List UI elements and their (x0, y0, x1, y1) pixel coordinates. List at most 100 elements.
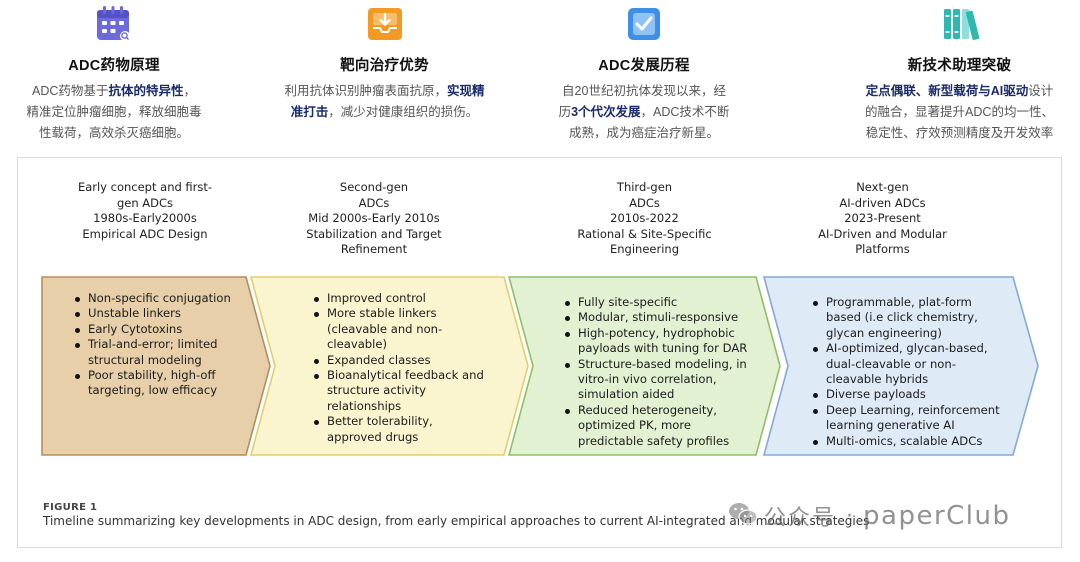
bullet-item: Better tolerability, approved drugs (312, 414, 487, 445)
era-arrow-next-gen (762, 276, 1039, 456)
era-heading-line: Mid 2000s-Early 2010s (308, 211, 440, 225)
highlight-text: 抗体的特异性 (108, 84, 184, 98)
bullet-item: Programmable, plat-form based (i.e click… (811, 295, 1006, 341)
era-heading-line: AI-Driven and Modular (818, 226, 947, 241)
bullet-item: Structure-based modeling, in vitro-in vi… (563, 357, 758, 403)
era-heading-line: gen ADCs (116, 195, 174, 210)
feature-title: ADC发展历程 (598, 58, 690, 74)
feature-description: 利用抗体识别肿瘤表面抗原，实现精准打击，减少对健康组织的损伤。 (277, 81, 492, 123)
description-text: ，ADC技术不断 (640, 105, 730, 119)
timeline-arrows (41, 276, 1039, 456)
description-line: 的融合，显著提升ADC的均一性、 (852, 102, 1067, 123)
feature-title: 新技术助理突破 (907, 58, 1012, 74)
era-heading-line: Refinement (340, 242, 408, 256)
description-text: 性载荷，高效杀灭癌细胞。 (38, 126, 189, 140)
era-heading-line: Rational & Site-Specific (577, 226, 712, 241)
description-text: ADC药物基于 (32, 84, 109, 98)
era-heading-line: ADCs (358, 195, 390, 210)
era-bullets-next-gen: Programmable, plat-form based (i.e click… (811, 295, 1006, 449)
bullet-item: Reduced heterogeneity, optimized PK, mor… (563, 403, 758, 449)
era-heading-line: Second-gen (339, 180, 409, 194)
feature-title: 靶向治疗优势 (340, 58, 429, 74)
description-text: 自20世纪初抗体发现以来，经 (562, 84, 726, 98)
bullet-item: Deep Learning, reinforcement learning ge… (811, 403, 1006, 434)
description-line: 历3个代次发展，ADC技术不断 (544, 102, 744, 123)
description-line: 准打击，减少对健康组织的损伤。 (277, 102, 492, 123)
description-line: 自20世纪初抗体发现以来，经 (544, 81, 744, 102)
description-line: 性载荷，高效杀灭癌细胞。 (14, 123, 214, 144)
calendar-icon (94, 4, 134, 44)
description-text: 精准定位肿瘤细胞，释放细胞毒 (26, 105, 202, 119)
description-line: 定点偶联、新型载荷与AI驱动设计 (852, 81, 1067, 102)
era-heading-line: 1980s-Early2000s (93, 211, 197, 225)
era-heading-line: Next-gen (856, 180, 909, 194)
description-line: 利用抗体识别肿瘤表面抗原，实现精 (277, 81, 492, 102)
bullet-item: Fully site-specific (563, 295, 758, 310)
description-text: 设计 (1028, 84, 1054, 98)
bullet-item: Diverse payloads (811, 387, 1006, 402)
bullet-item: AI-optimized, glycan-based, dual-cleavab… (811, 341, 1006, 387)
era-arrow-first-gen (41, 276, 271, 456)
description-line: ADC药物基于抗体的特异性， (14, 81, 214, 102)
bullet-item: Trial-and-error; limited structural mode… (73, 337, 238, 368)
highlight-text: 准打击 (290, 105, 329, 119)
books-icon (940, 4, 980, 44)
watermark: 公众号 · paperClub (728, 500, 1011, 532)
bullet-item: High-potency, hydrophobic payloads with … (563, 326, 758, 357)
watermark-text-cn: 公众号 (764, 506, 837, 531)
era-arrow-second-gen (249, 276, 529, 456)
era-heading-line: 2023-Present (844, 211, 921, 225)
bullet-item: Multi-omics, scalable ADCs (811, 434, 1006, 449)
description-text: 利用抗体识别肿瘤表面抗原， (284, 84, 447, 98)
description-text: 成熟，成为癌症治疗新星。 (568, 126, 719, 140)
description-text: ， (183, 84, 196, 98)
watermark-text-en: paperClub (863, 501, 1011, 531)
feature-title: ADC药物原理 (68, 58, 160, 74)
bullet-item: Expanded classes (312, 353, 487, 368)
wechat-icon (728, 501, 758, 531)
figure-caption: Timeline summarizing key developments in… (43, 514, 870, 528)
feature-breakthrough: 新技术助理突破 定点偶联、新型载荷与AI驱动设计的融合，显著提升ADC的均一性、… (852, 0, 1067, 144)
description-text: 的融合，显著提升ADC的均一性、 (865, 105, 1054, 119)
feature-targeting: 靶向治疗优势 利用抗体识别肿瘤表面抗原，实现精准打击，减少对健康组织的损伤。 (277, 0, 492, 123)
era-heading-line: ADCs (629, 195, 660, 210)
era-heading-line: Third-gen (616, 180, 673, 194)
description-text: 历 (558, 105, 572, 119)
bullet-item: Poor stability, high-off targeting, low … (73, 368, 238, 399)
bullet-item: Improved control (312, 291, 487, 306)
description-line: 成熟，成为癌症治疗新星。 (544, 123, 744, 144)
highlight-text: 定点偶联、新型载荷与AI驱动 (865, 84, 1029, 98)
bullet-item: More stable linkers (cleavable and non-c… (312, 306, 487, 352)
era-heading-line: Early concept and first- (77, 180, 213, 194)
description-line: 精准定位肿瘤细胞，释放细胞毒 (14, 102, 214, 123)
bullet-item: Unstable linkers (73, 306, 238, 321)
tray-download-icon (365, 4, 405, 44)
checkbox-icon (624, 4, 664, 44)
feature-description: ADC药物基于抗体的特异性， 精准定位肿瘤细胞，释放细胞毒性载荷，高效杀灭癌细胞。 (14, 81, 214, 144)
era-heading-line: 2010s-2022 (610, 211, 679, 225)
feature-description: 自20世纪初抗体发现以来，经历3个代次发展，ADC技术不断成熟，成为癌症治疗新星… (544, 81, 744, 144)
bullet-item: Bioanalytical feedback and structure act… (312, 368, 487, 414)
bullet-item: Non-specific conjugation (73, 291, 238, 306)
era-heading-line: Engineering (610, 242, 679, 256)
description-text: ，减少对健康组织的损伤。 (328, 105, 479, 119)
figure-label: FIGURE 1 (43, 502, 98, 513)
era-heading-line: Stabilization and Target (306, 226, 442, 241)
description-line: 稳定性、疗效预测精度及开发效率 (852, 123, 1067, 144)
feature-history: ADC发展历程 自20世纪初抗体发现以来，经历3个代次发展，ADC技术不断成熟，… (544, 0, 744, 144)
description-text: 稳定性、疗效预测精度及开发效率 (865, 126, 1054, 140)
feature-description: 定点偶联、新型载荷与AI驱动设计的融合，显著提升ADC的均一性、稳定性、疗效预测… (852, 81, 1067, 144)
highlight-text: 实现精 (447, 84, 485, 98)
era-heading-line: Platforms (855, 242, 910, 256)
watermark-separator: · (846, 503, 854, 529)
bullet-item: Early Cytotoxins (73, 322, 238, 337)
highlight-text: 3个代次发展 (571, 105, 641, 119)
